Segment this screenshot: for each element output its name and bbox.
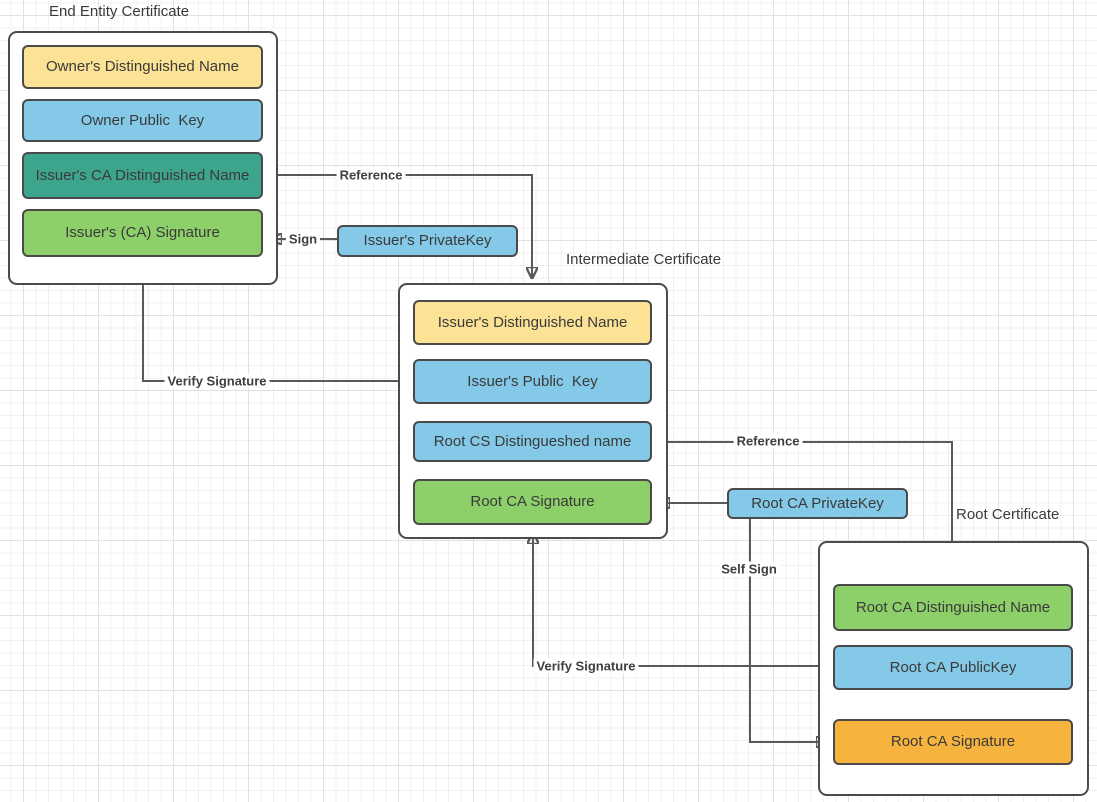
edge-label-reference-top: Reference bbox=[336, 167, 406, 183]
root-certificate-title: Root Certificate bbox=[956, 506, 1060, 523]
node-root-ca-signature-intermediate[interactable]: Root CA Signature bbox=[413, 479, 652, 525]
node-issuers-privatekey[interactable]: Issuer's PrivateKey bbox=[337, 225, 518, 257]
node-root-ca-privatekey[interactable]: Root CA PrivateKey bbox=[727, 488, 908, 519]
node-root-ca-publickey[interactable]: Root CA PublicKey bbox=[833, 645, 1073, 690]
node-root-cs-distingueshed-name[interactable]: Root CS Distingueshed name bbox=[413, 421, 652, 462]
node-root-ca-signature-root[interactable]: Root CA Signature bbox=[833, 719, 1073, 765]
node-owners-distinguished-name[interactable]: Owner's Distinguished Name bbox=[22, 45, 263, 89]
edge-verify-signature-right[interactable] bbox=[533, 532, 832, 667]
edge-label-verify-signature-right: Verify Signature bbox=[533, 658, 639, 674]
edge-self-sign[interactable] bbox=[749, 519, 828, 742]
node-owner-public-key[interactable]: Owner Public Key bbox=[22, 99, 263, 142]
intermediate-certificate-title: Intermediate Certificate bbox=[566, 251, 722, 268]
edge-label-self-sign: Self Sign bbox=[718, 561, 780, 577]
node-issuers-ca-signature[interactable]: Issuer's (CA) Signature bbox=[22, 209, 263, 257]
node-root-ca-distinguished-name[interactable]: Root CA Distinguished Name bbox=[833, 584, 1073, 631]
edge-label-verify-signature-left: Verify Signature bbox=[164, 373, 270, 389]
edge-label-reference-mid: Reference bbox=[733, 433, 803, 449]
edge-label-sign: Sign bbox=[285, 231, 321, 247]
node-issuers-distinguished-name[interactable]: Issuer's Distinguished Name bbox=[413, 300, 652, 345]
node-issuers-ca-distinguished-name[interactable]: Issuer's CA Distinguished Name bbox=[22, 152, 263, 199]
edge-verify-signature-left[interactable] bbox=[143, 263, 412, 382]
end-entity-certificate-title: End Entity Certificate bbox=[49, 3, 190, 20]
node-issuers-public-key[interactable]: Issuer's Public Key bbox=[413, 359, 652, 404]
